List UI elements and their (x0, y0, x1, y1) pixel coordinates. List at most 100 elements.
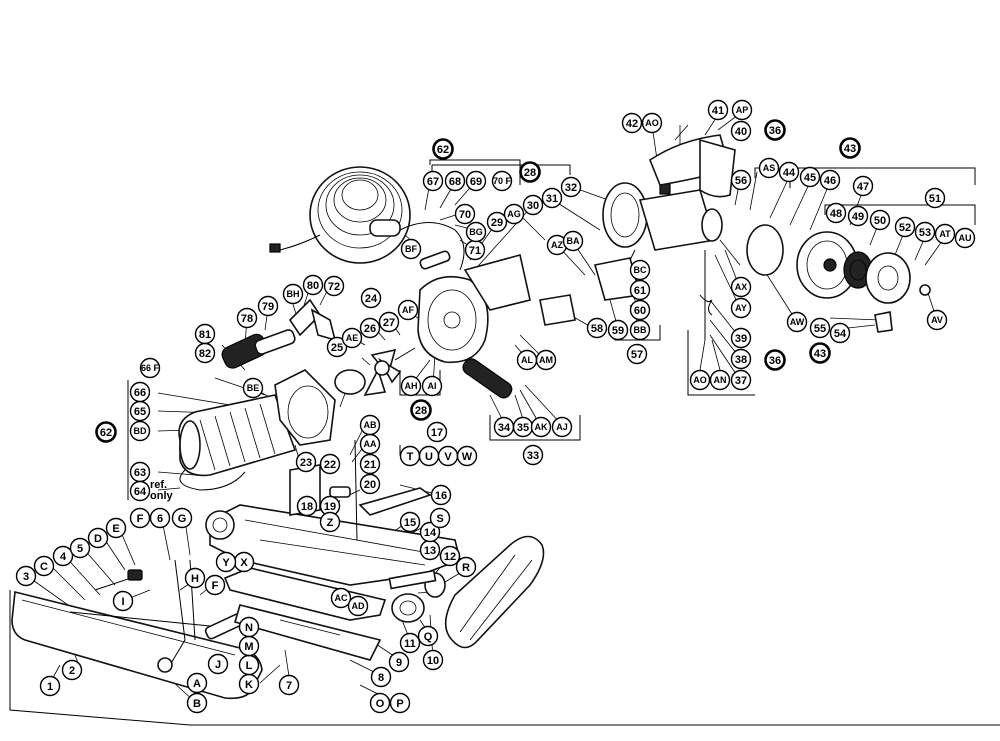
skid-plate (234, 604, 382, 661)
motor-housing (274, 369, 336, 446)
svg-text:9: 9 (396, 657, 402, 669)
callout-C: C (33, 555, 55, 577)
callout-52: 52 (894, 216, 916, 238)
svg-text:W: W (462, 451, 473, 463)
svg-text:43: 43 (844, 143, 856, 155)
callout-37: 37 (730, 369, 752, 391)
svg-text:31: 31 (546, 193, 558, 205)
svg-text:AC: AC (335, 593, 348, 603)
callout-BA: BA (562, 230, 584, 252)
callout-13: 13 (419, 539, 441, 561)
svg-text:AT: AT (939, 229, 951, 239)
callout-F-2: F (204, 574, 226, 596)
callout-M: M (238, 635, 260, 657)
callout-63: 63 (129, 461, 151, 483)
callout-AD: AD (347, 595, 369, 617)
svg-text:64: 64 (134, 486, 147, 498)
callout-K: K (238, 673, 260, 695)
svg-text:AG: AG (507, 209, 521, 219)
callout-61: 61 (629, 279, 651, 301)
svg-text:63: 63 (134, 467, 146, 479)
svg-text:62: 62 (100, 427, 112, 439)
callout-29: 29 (486, 211, 508, 233)
svg-text:G: G (178, 513, 187, 525)
svg-text:1: 1 (47, 681, 53, 693)
svg-text:BB: BB (634, 325, 647, 335)
svg-text:42: 42 (626, 118, 638, 130)
callout-47: 47 (852, 175, 874, 197)
svg-text:50: 50 (874, 215, 886, 227)
svg-text:Z: Z (327, 517, 334, 529)
callout-27: 27 (378, 311, 400, 333)
svg-text:62: 62 (437, 144, 449, 156)
svg-text:35: 35 (517, 422, 529, 434)
svg-text:36: 36 (769, 125, 781, 137)
svg-text:AW: AW (790, 317, 805, 327)
svg-text:7: 7 (286, 680, 292, 692)
svg-text:I: I (121, 596, 124, 608)
svg-text:AM: AM (539, 355, 553, 365)
callout-Y: Y (215, 551, 237, 573)
callout-D: D (87, 527, 109, 549)
svg-text:51: 51 (929, 193, 941, 205)
svg-text:O: O (376, 698, 385, 710)
svg-text:BE: BE (247, 383, 260, 393)
callout-AW: AW (786, 311, 808, 333)
callout-S: S (429, 507, 451, 529)
callout-67: 67 (422, 170, 444, 192)
callout-21: 21 (359, 453, 381, 475)
svg-text:78: 78 (241, 313, 253, 325)
callout-R: R (455, 556, 477, 578)
svg-text:80: 80 (307, 280, 319, 292)
callout-43-top: 43 (839, 137, 861, 159)
callout-44: 44 (778, 161, 800, 183)
svg-text:70 F: 70 F (493, 176, 512, 186)
callout-58: 58 (586, 317, 608, 339)
svg-text:24: 24 (365, 293, 378, 305)
callout-H: H (184, 567, 206, 589)
svg-text:56: 56 (735, 175, 747, 187)
callout-69: 69 (465, 170, 487, 192)
callout-AU: AU (954, 227, 976, 249)
svg-text:H: H (191, 573, 199, 585)
svg-text:AD: AD (352, 601, 365, 611)
callout-G: G (171, 507, 193, 529)
svg-text:J: J (215, 659, 221, 671)
svg-text:48: 48 (830, 208, 842, 220)
svg-text:52: 52 (899, 222, 911, 234)
svg-text:30: 30 (527, 200, 539, 212)
callout-AK: AK (530, 416, 552, 438)
callout-16: 16 (430, 484, 452, 506)
svg-text:Q: Q (424, 631, 433, 643)
callout-11: 11 (399, 632, 421, 654)
svg-text:U: U (425, 451, 433, 463)
callout-AF: AF (397, 299, 419, 321)
svg-text:47: 47 (857, 181, 869, 193)
callout-43-bottom: 43 (809, 342, 831, 364)
svg-text:18: 18 (301, 501, 313, 513)
svg-text:M: M (244, 641, 253, 653)
callout-AB: AB (359, 414, 381, 436)
callout-Q: Q (417, 625, 439, 647)
svg-text:AX: AX (735, 282, 748, 292)
callout-68: 68 (444, 170, 466, 192)
callout-55: 55 (809, 317, 831, 339)
callout-35: 35 (512, 416, 534, 438)
svg-text:17: 17 (431, 427, 443, 439)
callout-66: 66 (129, 381, 151, 403)
svg-text:BA: BA (567, 236, 580, 246)
callout-79: 79 (257, 295, 279, 317)
svg-text:L: L (246, 660, 253, 672)
svg-text:34: 34 (498, 422, 511, 434)
svg-text:27: 27 (383, 317, 395, 329)
callout-38: 38 (730, 348, 752, 370)
svg-text:4: 4 (60, 551, 67, 563)
callout-AX: AX (730, 276, 752, 298)
svg-text:AO: AO (693, 375, 707, 385)
callout-78: 78 (236, 307, 258, 329)
svg-text:32: 32 (565, 182, 577, 194)
callout-18: 18 (296, 495, 318, 517)
svg-text:K: K (245, 679, 253, 691)
callout-48: 48 (825, 202, 847, 224)
